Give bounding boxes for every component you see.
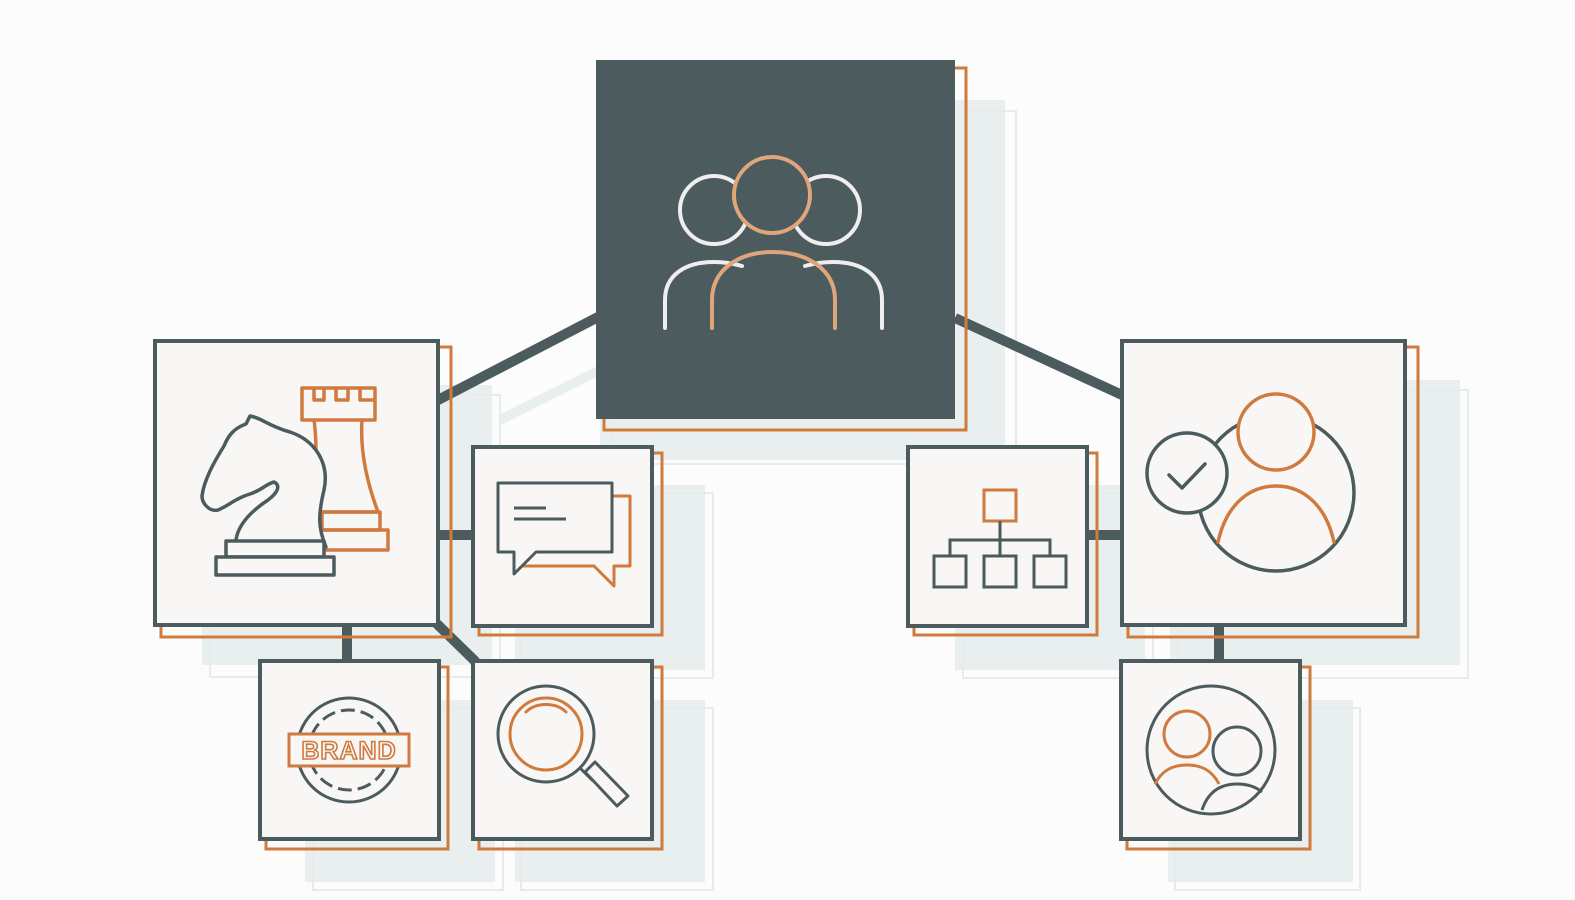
- chat-bubbles-icon: [496, 481, 632, 588]
- brand-stamp-icon: [287, 696, 411, 804]
- research-node: [471, 659, 664, 851]
- users-group-node: [1119, 659, 1312, 851]
- org-structure-node: [906, 445, 1099, 637]
- brand-stamp-text: BRAND: [301, 737, 396, 765]
- magnifier-icon: [496, 684, 630, 808]
- connector-team-verified: [952, 313, 1125, 400]
- strategy-node: [153, 339, 453, 639]
- team-icon: [663, 155, 884, 330]
- verified-user-node: [1120, 339, 1420, 639]
- chess-strategy-icon: [200, 386, 390, 577]
- connector-team-strategy: [435, 311, 603, 405]
- org-chart-icon: [932, 488, 1068, 589]
- communication-node: [471, 445, 664, 637]
- user-check-icon: [1145, 392, 1356, 573]
- team-node: [596, 60, 968, 432]
- brand-node: BRAND: [258, 659, 450, 851]
- users-circle-icon: [1145, 684, 1277, 816]
- connector-strategy-research: [432, 619, 480, 666]
- connector-lines: [342, 311, 1224, 666]
